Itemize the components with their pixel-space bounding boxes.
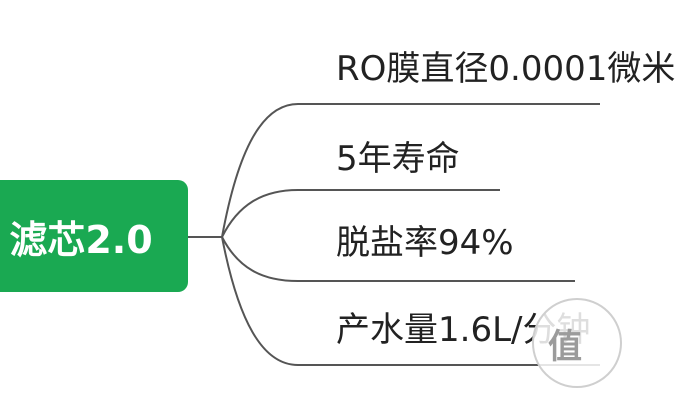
branch-label-2: 脱盐率94% — [336, 223, 514, 263]
watermark-logo: 值 — [532, 298, 622, 388]
branch-label-0: RO膜直径0.0001微米 — [336, 49, 675, 89]
mindmap-canvas: 滤芯2.0 RO膜直径0.0001微米 5年寿命 脱盐率94% 产水量1.6L/… — [0, 52, 675, 388]
root-node-label: 滤芯2.0 — [9, 217, 153, 262]
branch-connectors — [188, 103, 600, 366]
branch-label-1: 5年寿命 — [336, 139, 460, 179]
branch-line-2 — [221, 236, 575, 282]
branch-line-1 — [221, 189, 500, 238]
branch-line-0 — [221, 103, 600, 238]
watermark-text: 值 — [548, 326, 582, 367]
root-node: 滤芯2.0 — [0, 180, 188, 292]
branch-line-3 — [221, 236, 600, 366]
